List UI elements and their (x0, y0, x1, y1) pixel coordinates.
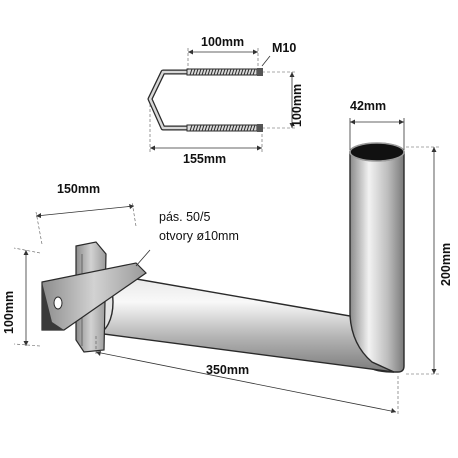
mounting-hole (53, 296, 63, 310)
u-bolt-thread-bottom (186, 124, 263, 132)
bolt-total-width-label: 155mm (183, 152, 226, 166)
plate-offset-label: 150mm (57, 182, 100, 196)
main-dimensions: 42mm 200mm 150mm 100mm 350mm pás. 50/5 o… (2, 99, 453, 414)
bolt-height-label: 100mm (290, 84, 304, 127)
u-bolt-thread-top (186, 68, 263, 76)
u-bolt (147, 68, 263, 132)
arm-length-label: 350mm (206, 363, 249, 377)
bracket (41, 142, 405, 373)
thread-label: M10 (272, 41, 296, 55)
bolt-width-label: 100mm (201, 35, 244, 49)
u-bolt-dimensions: 100mm M10 100mm 155mm (149, 35, 304, 166)
plate-note-line1: pás. 50/5 (159, 210, 210, 224)
flat-bar (41, 262, 147, 331)
plate-note-line2: otvory ø10mm (159, 229, 239, 243)
mast-tube (349, 142, 405, 373)
plate-height-label: 100mm (2, 291, 16, 334)
tube-diameter-label: 42mm (350, 99, 386, 113)
mast-height-label: 200mm (439, 243, 453, 286)
